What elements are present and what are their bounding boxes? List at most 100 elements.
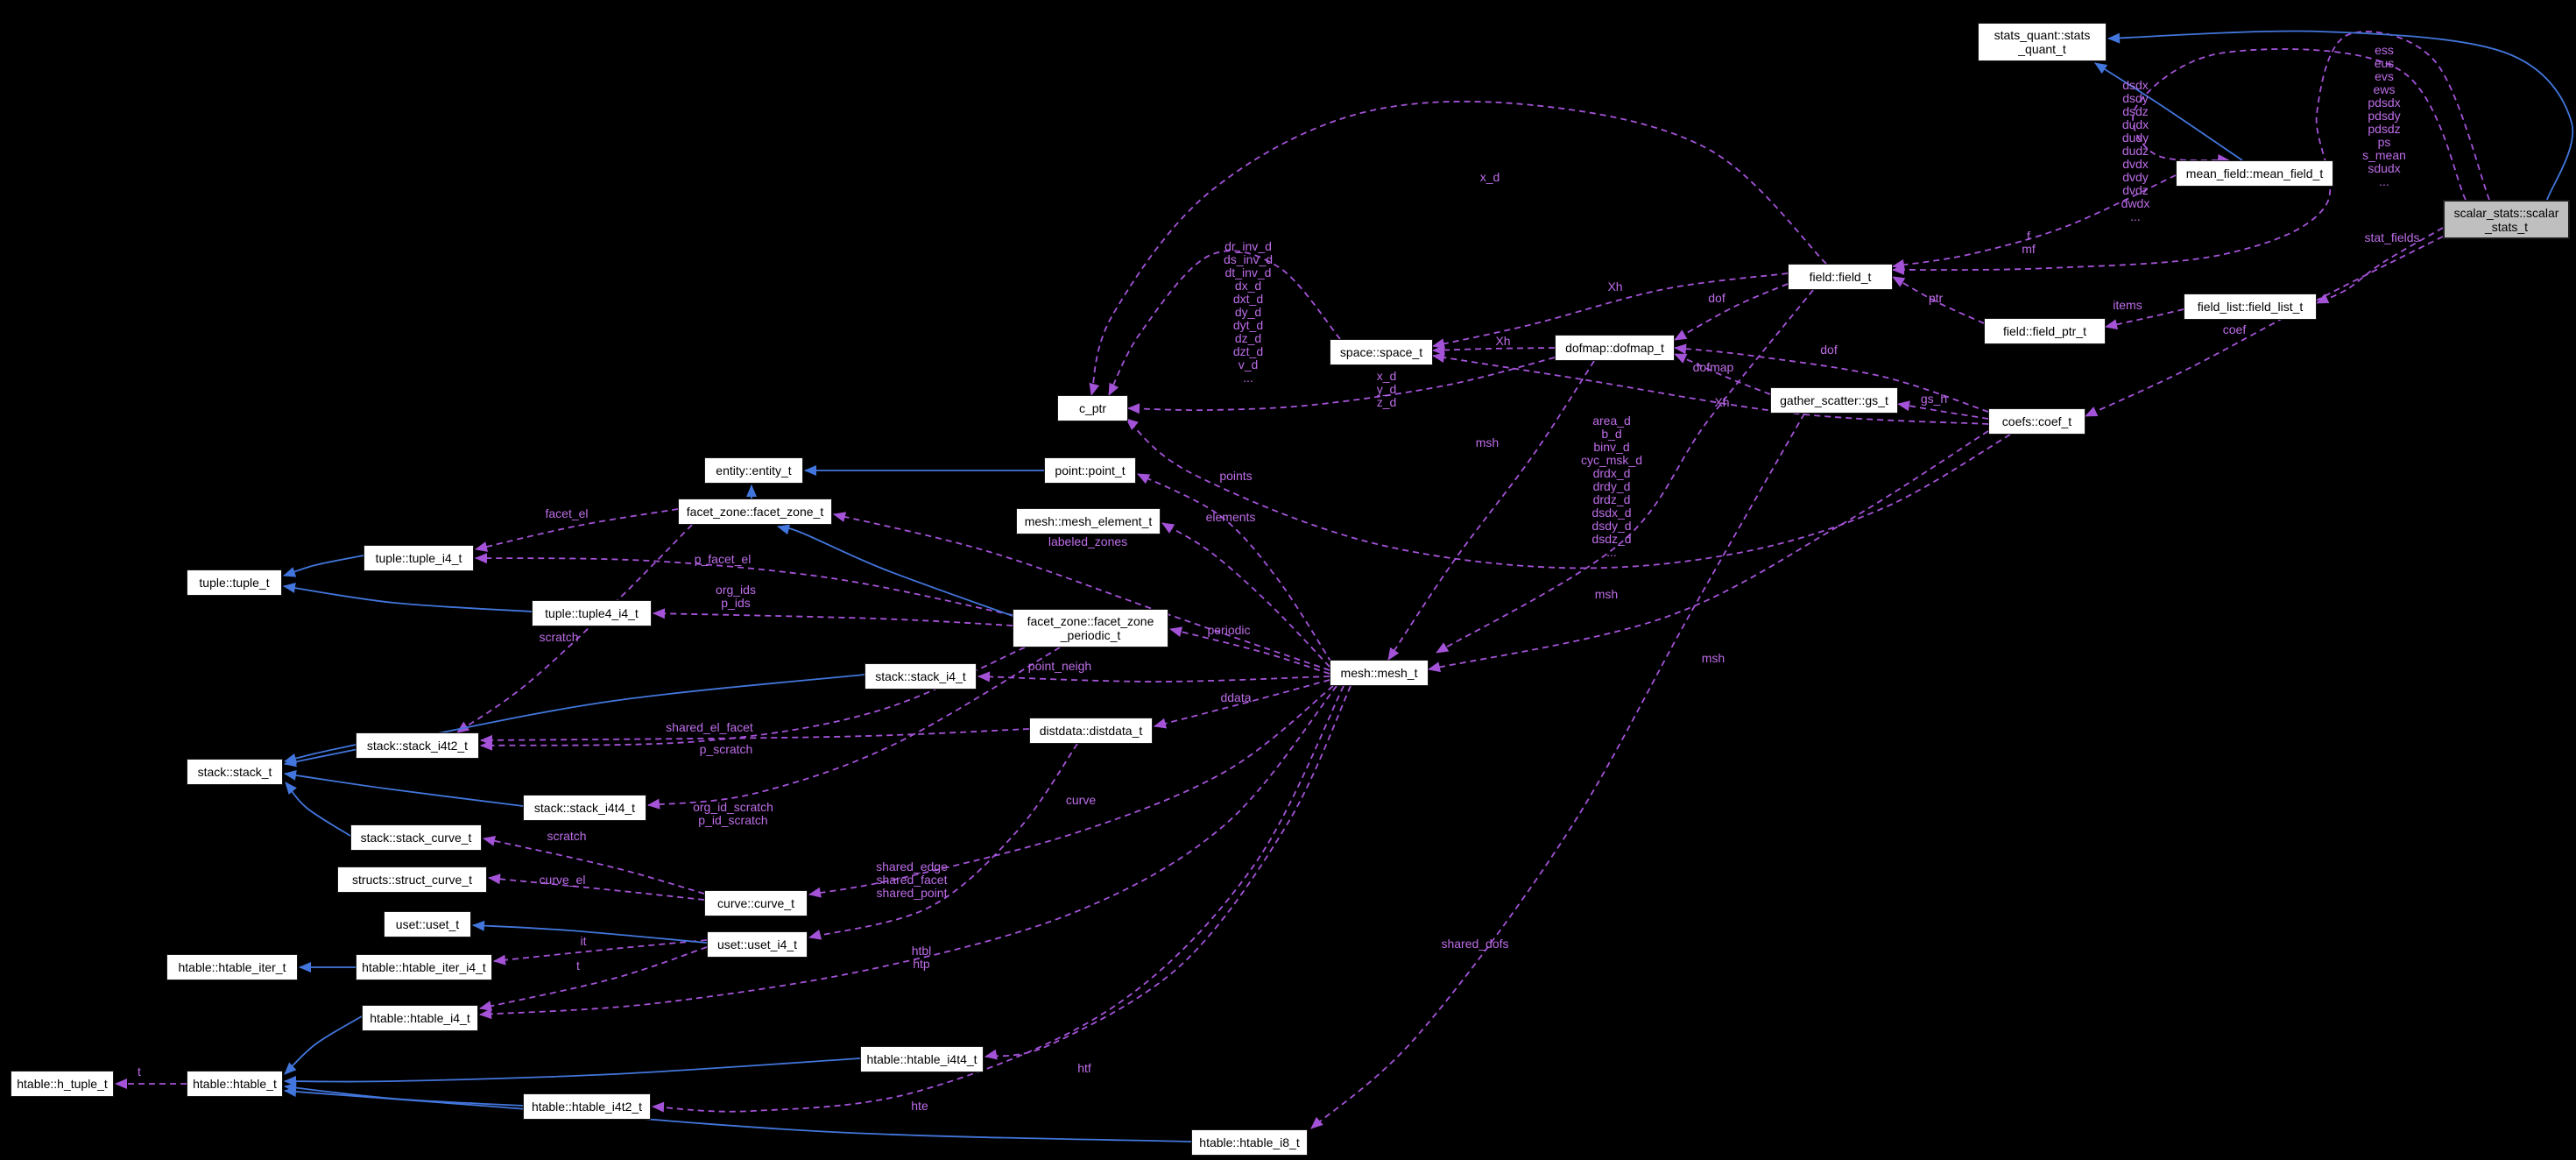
node-mesh-t[interactable]: mesh::mesh_t [1330,660,1429,686]
node-field-ptr-t[interactable]: field::field_ptr_t [1984,318,2106,344]
edge-label-line: b_d [1601,427,1622,441]
uses-edge-mesh-t--distdata-t [1154,679,1330,729]
node-label-line: point::point_t [1055,463,1126,477]
edge-label-line: dsdy_d [1591,519,1632,533]
node-label-line: htable::htable_i4t2_t [531,1100,643,1114]
node-htable-i4t2-t[interactable]: htable::htable_i4t2_t [523,1093,651,1120]
edge-label-line: dsdz [2122,104,2149,118]
uses-edge-space-t--c-ptr [1108,250,1341,396]
node-entity-t[interactable]: entity::entity_t [704,457,803,484]
edge-label-line: scratch [539,630,579,644]
edge-label-line: scratch [547,829,587,843]
node-facet-zone-periodic-t[interactable]: facet_zone::facet_zone_periodic_t [1013,609,1168,647]
edge-label-line: dvdy [2122,170,2149,184]
edge-label-line: dsdx [2122,78,2149,92]
edge-label-mesh-t--stack-i4-t: point_neigh [1028,660,1091,673]
node-tuple-t[interactable]: tuple::tuple_t [187,569,282,596]
node-label-line: htable::htable_i4_t [370,1011,470,1025]
edge-label-dofmap-t--mesh-t: msh [1476,436,1499,449]
node-distdata-t[interactable]: distdata::distdata_t [1029,718,1153,744]
inherit-edge-facet-zone-periodic-t--facet-zone-t [777,524,1013,617]
node-uset-t[interactable]: uset::uset_t [384,911,471,937]
node-label-line: htable::htable_i8_t [1199,1135,1300,1149]
node-label-line: htable::htable_iter_i4_t [362,960,486,974]
node-label-line: tuple::tuple_t [199,576,270,590]
edge-label-field-t--mesh-t: msh [1595,588,1618,601]
node-c-ptr[interactable]: c_ptr [1057,395,1128,421]
edge-label-line: cyc_msk_d [1580,453,1643,467]
edge-label-line: p_facet_el [694,552,752,566]
edge-label-line: sdudx [2368,161,2401,175]
edge-label-gs-t--htable-i8-t: shared_dofs [1441,937,1508,951]
node-label-line: curve::curve_t [717,896,794,910]
node-dofmap-t[interactable]: dofmap::dofmap_t [1555,335,1675,361]
node-point-t[interactable]: point::point_t [1044,457,1136,484]
node-htable-iter-i4-t[interactable]: htable::htable_iter_i4_t [356,954,492,980]
edge-label-field-t--space-t: Xh [1607,280,1622,294]
edge-label-facet-zone-periodic-t--tuple-i4-t: p_facet_el [695,553,752,566]
node-htable-i4t4-t[interactable]: htable::htable_i4t4_t [860,1046,984,1072]
edge-label-line: hte [911,1099,928,1113]
uses-edge-mesh-t--facet-zone-t [833,512,1330,671]
uses-edge-coef-t--c-ptr [1126,418,2011,569]
edge-label-line: dvdz [2122,183,2149,197]
node-struct-curve-t[interactable]: structs::struct_curve_t [337,866,487,893]
edge-label-mesh-t--facet-zone-periodic-t: periodic [1207,624,1250,637]
node-field-list-t[interactable]: field_list::field_list_t [2184,294,2317,320]
node-stack-i4-t[interactable]: stack::stack_i4_t [865,663,977,690]
node-facet-zone-t[interactable]: facet_zone::facet_zone_t [678,499,832,525]
edge-label-line: dvdx [2122,157,2149,171]
edge-label-line: dof [1708,291,1726,305]
edge-label-line: point_neigh [1027,659,1092,673]
edge-label-line: shared_facet [876,873,948,887]
edge-label-line: periodic [1207,623,1251,637]
edge-label-line: shared_el_facet [666,720,753,734]
node-mean-field-t[interactable]: mean_field::mean_field_t [2176,160,2333,187]
node-curve-t[interactable]: curve::curve_t [704,890,808,916]
edge-label-line: p_id_scratch [698,813,768,827]
node-stack-i4t2-t[interactable]: stack::stack_i4t2_t [356,732,479,759]
edge-label-line: msh [1701,651,1726,665]
edge-label-line: dr_inv_d [1224,239,1272,253]
inherit-edge-scalar-stats-t--stats-quant-t [2107,30,2574,201]
edge-label-line: msh [1594,587,1619,601]
edge-label-mesh-t--mesh-element-t: elements [1206,511,1256,524]
node-tuple4-i4-t[interactable]: tuple::tuple4_i4_t [532,600,652,626]
node-htable-i8-t[interactable]: htable::htable_i8_t [1191,1129,1308,1156]
edge-label-line: eus [2374,56,2395,70]
uses-edge-field-t--dofmap-t [1674,283,1789,341]
node-uset-i4-t[interactable]: uset::uset_i4_t [707,931,808,958]
edge-label-line: x_d [1376,369,1397,383]
uses-edge-dofmap-t--c-ptr [1127,357,1556,414]
node-htable-iter-t[interactable]: htable::htable_iter_t [166,954,298,980]
uses-edge-mesh-t--htable-i4t4-t [985,685,1352,1060]
node-mesh-element-t[interactable]: mesh::mesh_element_t [1016,508,1161,534]
edge-label-line: mf [2022,242,2036,256]
node-scalar-stats-t[interactable]: scalar_stats::scalar_stats_t [2443,200,2570,239]
node-htable-t[interactable]: htable::htable_t [187,1071,283,1097]
node-h-tuple-t[interactable]: htable::h_tuple_t [11,1071,114,1097]
node-coef-t[interactable]: coefs::coef_t [1988,408,2086,435]
node-stack-i4t4-t[interactable]: stack::stack_i4t4_t [523,795,646,821]
uses-edge-gs-t--htable-i8-t [1310,413,1805,1129]
uses-edge-field-list-t--field-ptr-t [2105,308,2184,330]
node-stack-t[interactable]: stack::stack_t [187,759,283,785]
node-stack-curve-t[interactable]: stack::stack_curve_t [350,824,482,851]
inherit-edge-stack-i4t4-t--stack-t [284,769,524,807]
edge-label-field-ptr-t--field-t: ptr [1929,292,1943,305]
edge-label-line: dudy [2121,131,2149,145]
edge-label-coef-t--dofmap-t: dof [1820,343,1837,357]
node-label-line: dofmap::dofmap_t [1565,341,1664,355]
node-field-t[interactable]: field::field_t [1788,264,1893,290]
node-tuple-i4-t[interactable]: tuple::tuple_i4_t [363,545,474,571]
node-stats-quant-t[interactable]: stats_quant::stats_quant_t [1978,23,2107,61]
node-space-t[interactable]: space::space_t [1330,339,1433,365]
node-gs-t[interactable]: gather_scatter::gs_t [1770,387,1898,414]
edge-label-line: org_ids [716,583,756,597]
node-label-line: structs::struct_curve_t [352,873,472,887]
node-label-line: uset::uset_t [395,917,460,931]
node-htable-i4-t[interactable]: htable::htable_i4_t [362,1005,478,1031]
